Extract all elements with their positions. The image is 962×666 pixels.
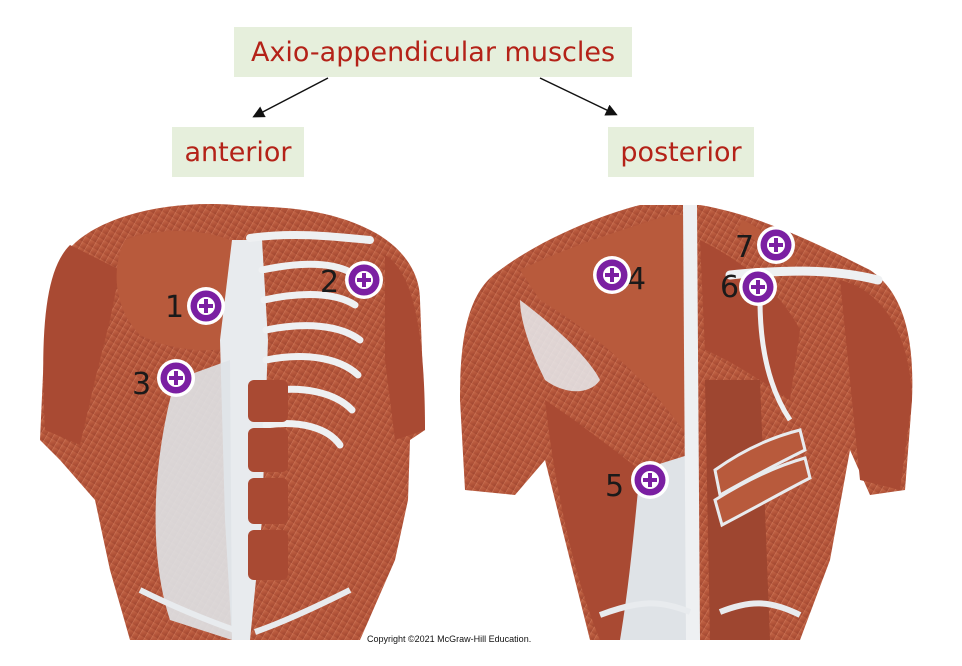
hotspot-5-plus-icon[interactable] (630, 460, 670, 500)
anterior-torso-illustration (40, 204, 425, 640)
marker-number-2: 2 (320, 265, 340, 300)
marker-number-1: 1 (165, 290, 185, 325)
marker-number-7: 7 (735, 230, 755, 265)
marker-number-6: 6 (720, 270, 740, 305)
copyright-notice: Copyright ©2021 McGraw-Hill Education. (367, 634, 532, 644)
hotspot-7-plus-icon[interactable] (756, 225, 796, 265)
hotspot-1-plus-icon[interactable] (186, 286, 226, 326)
marker-number-5: 5 (605, 469, 625, 504)
hotspot-6-plus-icon[interactable] (738, 267, 778, 307)
anterior-label: anterior (172, 127, 304, 177)
hotspot-4-plus-icon[interactable] (592, 255, 632, 295)
marker-number-3: 3 (132, 367, 152, 402)
hotspot-3-plus-icon[interactable] (156, 358, 196, 398)
posterior-torso-illustration (460, 205, 913, 640)
hotspot-2-plus-icon[interactable] (344, 260, 384, 300)
marker-number-4: 4 (627, 262, 647, 297)
arrow-to-posterior (539, 77, 618, 116)
arrow-to-anterior (252, 77, 329, 118)
posterior-label: posterior (608, 127, 754, 177)
title-label: Axio-appendicular muscles (234, 27, 632, 77)
